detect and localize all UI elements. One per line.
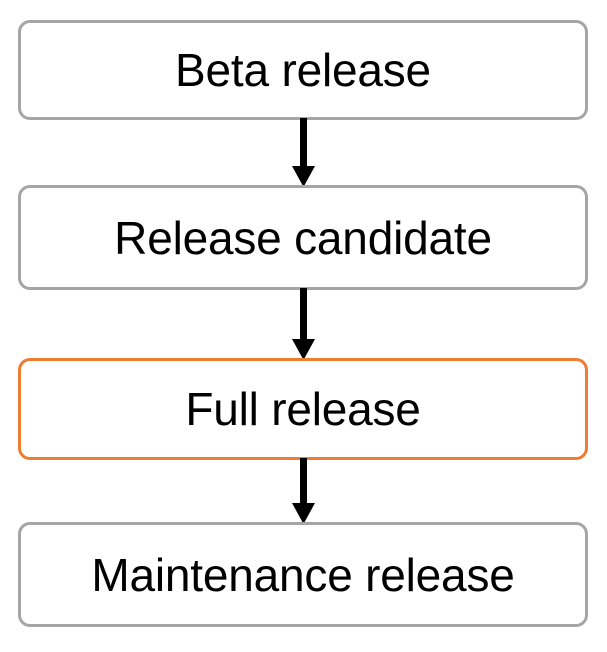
down-arrow-icon (292, 288, 315, 360)
down-arrow-icon (292, 118, 315, 187)
flow-node-maintenance-release[interactable]: Maintenance release (18, 522, 588, 627)
flow-connector-beta-to-release-candidate (0, 118, 607, 188)
flow-connector-release-candidate-to-full-release (0, 288, 607, 361)
flow-node-label: Release candidate (114, 211, 492, 264)
flow-node-beta-release[interactable]: Beta release (18, 20, 588, 120)
flow-node-label: Maintenance release (91, 548, 515, 601)
down-arrow-icon (292, 458, 315, 524)
flow-node-label: Full release (185, 383, 421, 435)
flow-node-label: Beta release (175, 44, 431, 96)
flow-connector-full-release-to-maintenance-release (0, 458, 607, 525)
flow-node-release-candidate[interactable]: Release candidate (18, 185, 588, 290)
flow-node-full-release[interactable]: Full release (18, 358, 588, 460)
